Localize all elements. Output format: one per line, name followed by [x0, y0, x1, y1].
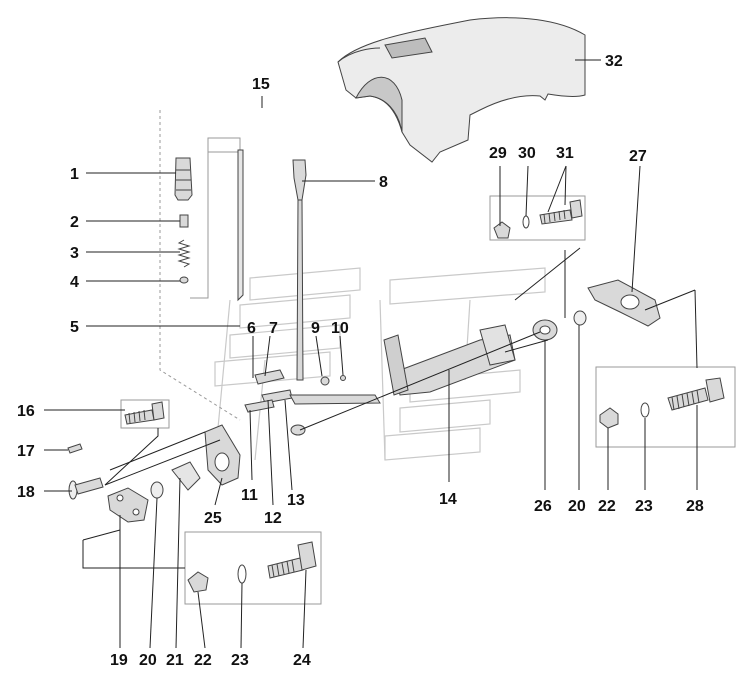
watermark-logo	[214, 267, 546, 461]
callout-23-left: 23	[231, 652, 249, 669]
callout-23-right: 23	[635, 498, 653, 515]
linkage-parts	[244, 369, 381, 436]
plate-part-19	[107, 487, 149, 523]
callout-30: 30	[518, 145, 536, 162]
callout-1: 1	[70, 166, 79, 183]
callout-29: 29	[489, 145, 507, 162]
washer-part-20-left	[150, 481, 164, 499]
sleeve-part-2	[179, 214, 189, 228]
callout-11: 11	[241, 487, 258, 504]
callout-22-right: 22	[598, 498, 616, 515]
spring-part-3	[177, 239, 191, 268]
bolt-part-16	[120, 399, 170, 429]
callout-5: 5	[70, 319, 79, 336]
callout-9: 9	[311, 320, 320, 337]
shaft-part-14	[383, 324, 516, 396]
callout-labels: 1 2 3 4 5 6 7 8 9 10 11 12 13 14 15 16 1…	[17, 53, 704, 669]
bracket-part-27	[587, 279, 661, 327]
callout-24: 24	[293, 652, 311, 669]
pin-part-18	[68, 477, 104, 500]
callout-22-left: 22	[194, 652, 212, 669]
callout-31: 31	[556, 145, 574, 162]
callout-14: 14	[439, 491, 457, 508]
washer-part-20-right	[573, 310, 587, 326]
callout-7: 7	[269, 320, 278, 337]
callout-16: 16	[17, 403, 35, 420]
lever-part-8	[292, 159, 307, 381]
cover-part-32	[337, 17, 586, 163]
callout-2: 2	[70, 214, 79, 231]
callout-13: 13	[287, 492, 305, 509]
callout-19: 19	[110, 652, 128, 669]
assembly-outline-15	[159, 110, 241, 421]
callout-8: 8	[379, 174, 388, 191]
callout-27: 27	[629, 148, 647, 165]
leader-lines	[44, 59, 698, 649]
fastener-group-bottom	[184, 531, 322, 605]
callout-25: 25	[204, 510, 222, 527]
plate-part-25	[204, 424, 241, 486]
callout-4: 4	[70, 274, 79, 291]
callout-26: 26	[534, 498, 552, 515]
callout-10: 10	[331, 320, 349, 337]
knob-part-1	[174, 157, 193, 201]
callout-6: 6	[247, 320, 256, 337]
callout-32: 32	[605, 53, 623, 70]
callout-12: 12	[264, 510, 282, 527]
pin-part-4	[179, 276, 189, 284]
fastener-group-top	[489, 195, 586, 241]
callout-21: 21	[166, 652, 184, 669]
fastener-group-right	[595, 366, 736, 448]
callout-18: 18	[17, 484, 35, 501]
gasket-part-21	[171, 461, 201, 491]
axis-lines	[82, 247, 698, 569]
rod-part-5	[237, 149, 244, 302]
callout-20-left: 20	[139, 652, 157, 669]
callout-3: 3	[70, 245, 79, 262]
bushing-part-26	[532, 319, 558, 341]
callout-15: 15	[252, 76, 270, 93]
callout-28: 28	[686, 498, 704, 515]
callout-17: 17	[17, 443, 35, 460]
clip-part-17	[67, 443, 83, 454]
callout-20-right: 20	[568, 498, 586, 515]
